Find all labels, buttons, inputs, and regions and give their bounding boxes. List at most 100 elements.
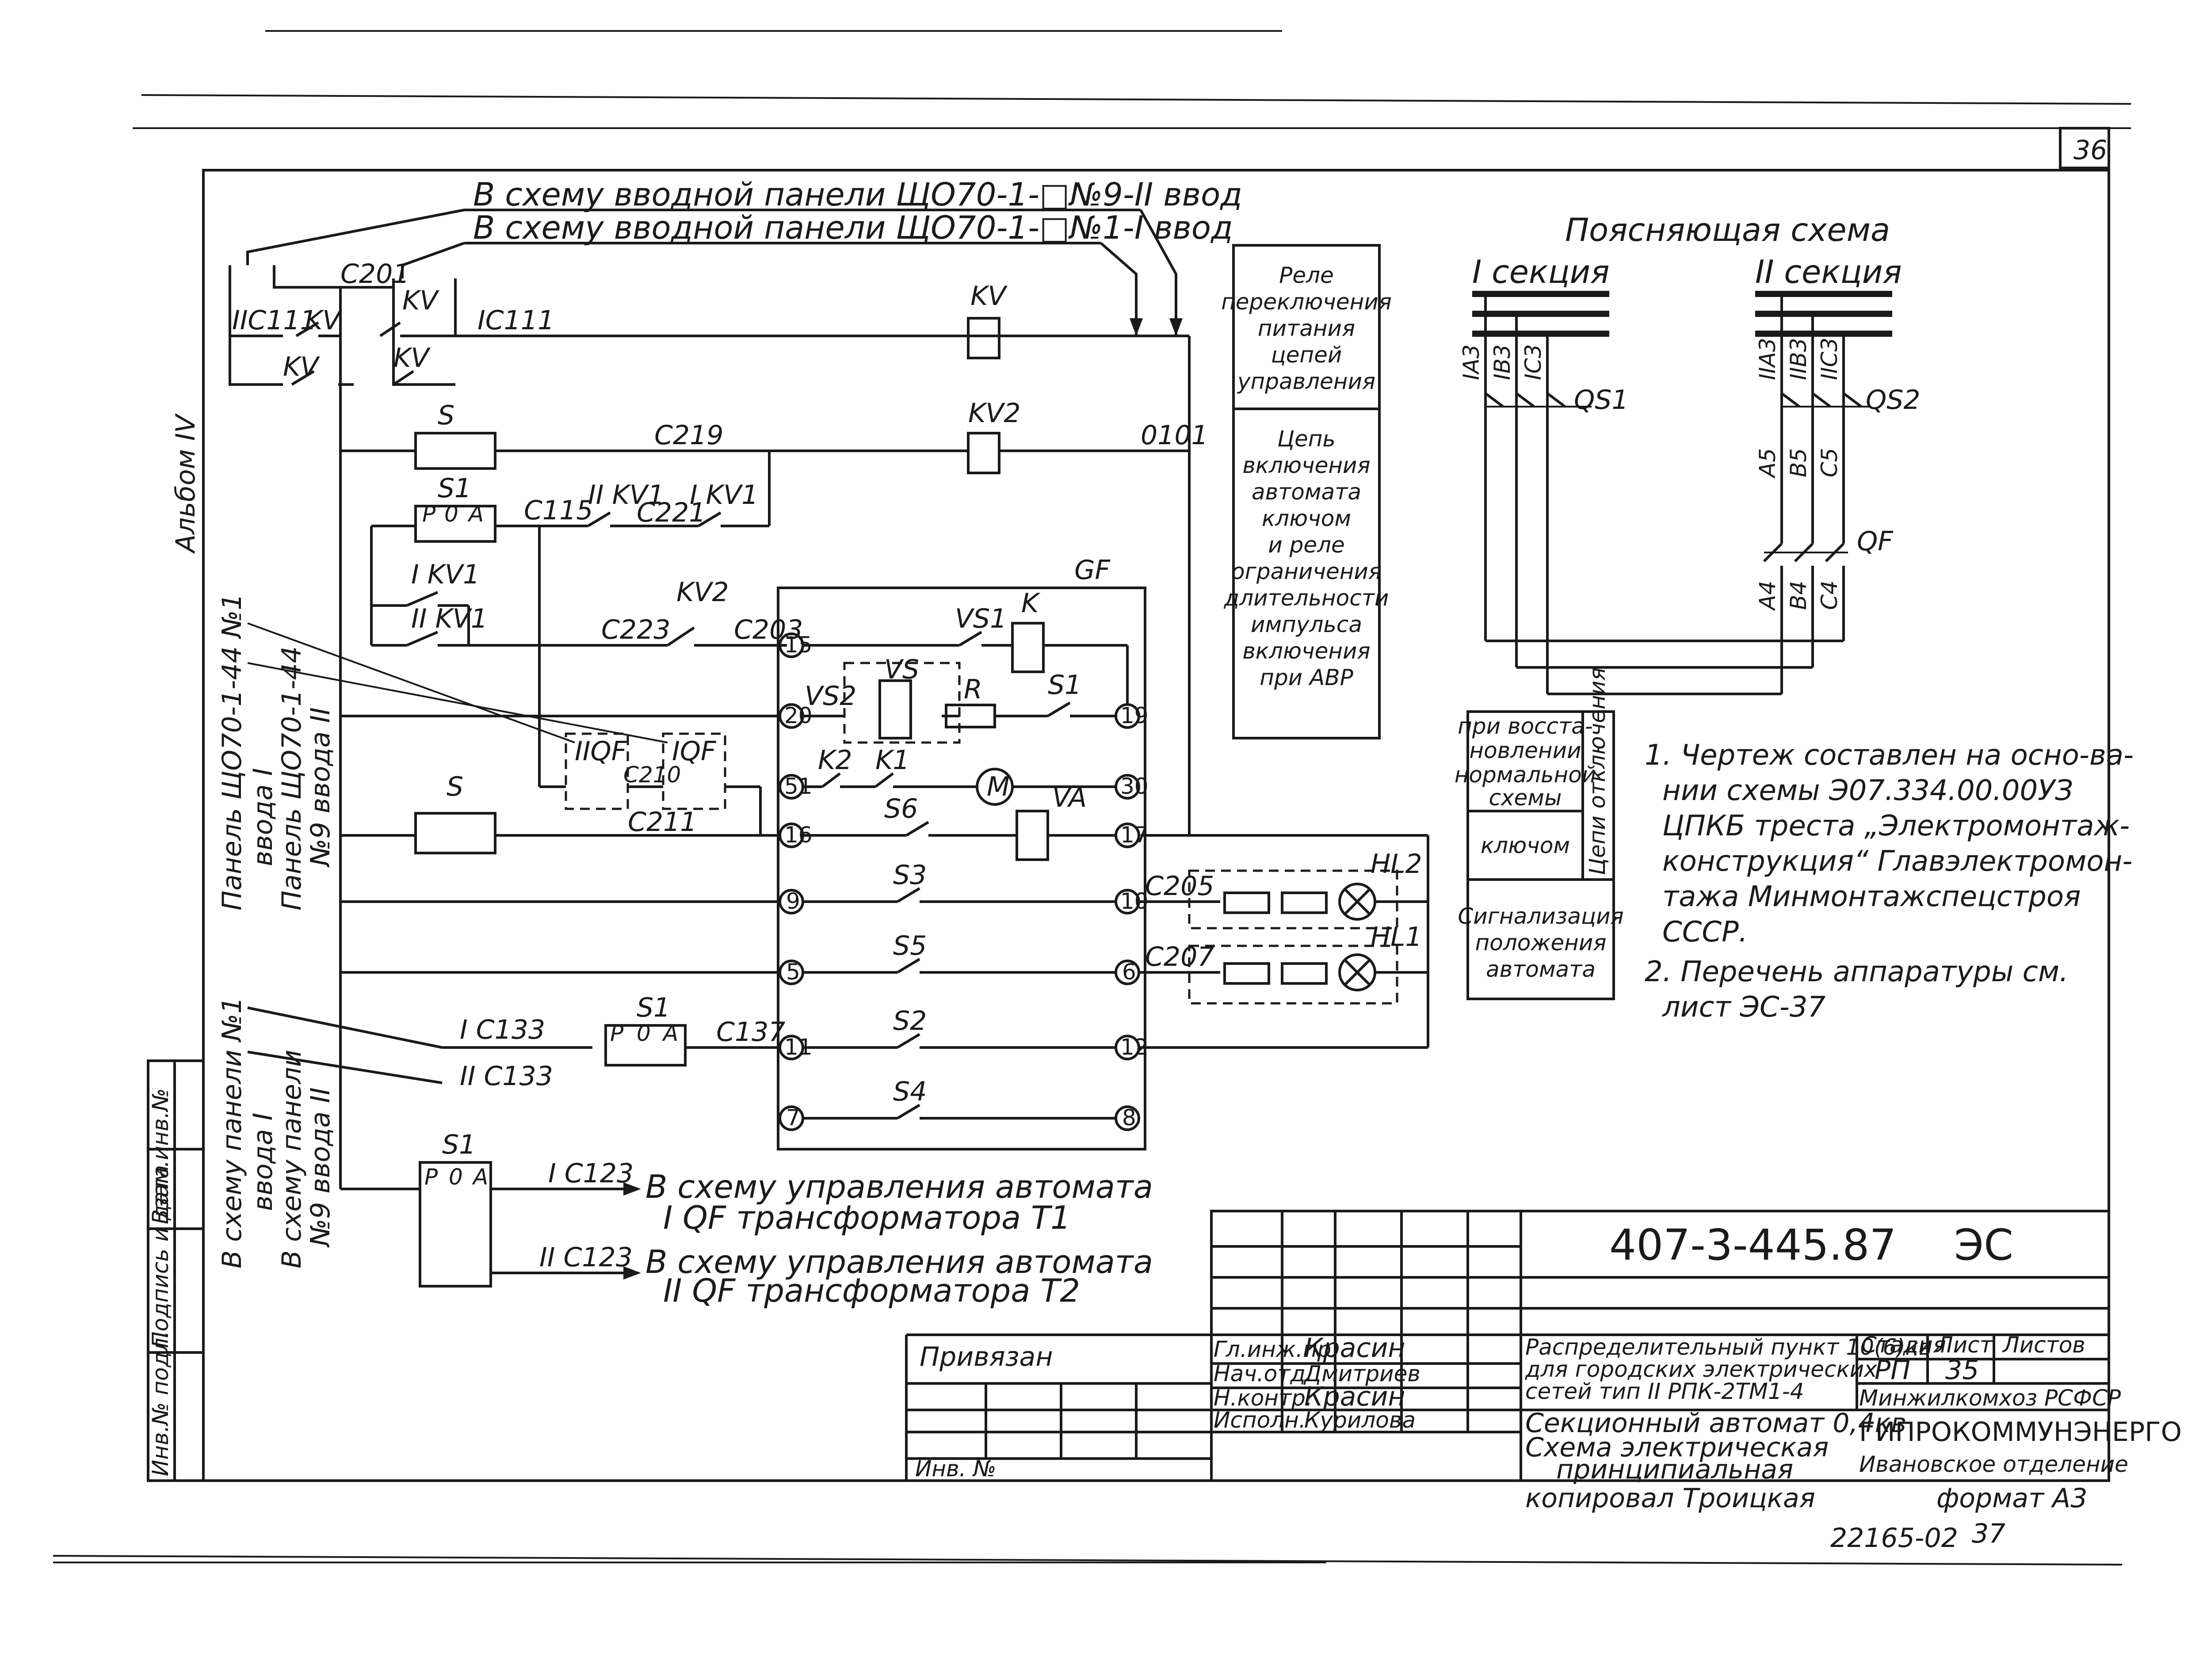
- wire-ic133: I С133: [460, 1014, 545, 1045]
- doc-code: 407-3-445.87: [1609, 1220, 1897, 1270]
- lamp-hl2-label: HL2: [1371, 849, 1422, 880]
- bottom-page: 37: [1972, 1518, 2005, 1549]
- copied-by: копировал Троицкая: [1525, 1483, 1815, 1514]
- s1-bot-contact-zero: 0: [449, 1164, 463, 1190]
- key-label: ключом: [1481, 833, 1570, 858]
- gf-s1-label: S1: [1048, 670, 1081, 701]
- wire-c205: С205: [1145, 871, 1214, 902]
- sheet-frame: [53, 30, 2131, 1566]
- format-label: формат А3: [1936, 1483, 2087, 1514]
- relay-line-5: управления: [1237, 369, 1375, 394]
- note-line-1: 1. Чертеж составлен на осно-ва-: [1645, 739, 2134, 772]
- role-3: Н.контр.: [1214, 1385, 1313, 1411]
- coil-kv: [967, 317, 1000, 359]
- wire-ic123: I С123: [548, 1158, 634, 1189]
- s1-top-contact-a: А: [467, 501, 484, 527]
- switch-s-mid: [414, 812, 496, 854]
- album-label: Альбом IV: [170, 413, 201, 554]
- wire-iic133: II С133: [460, 1061, 553, 1092]
- sheet-value: 35: [1945, 1355, 1979, 1386]
- gf-s6-label: S6: [884, 793, 918, 824]
- switch-s-top-label: S: [438, 400, 454, 431]
- coil-kv2-label: KV2: [968, 398, 1021, 429]
- device-kv-c: KV: [283, 351, 320, 382]
- org-line-1: Минжилкомхоз РСФСР: [1859, 1385, 2121, 1411]
- panel-top-2: ввода I: [248, 768, 279, 866]
- gf-s2-label: S2: [893, 1006, 927, 1036]
- wire-c211: С211: [628, 807, 697, 838]
- gf-k1-label: K1: [875, 745, 910, 776]
- switch-s-mid-label: S: [447, 771, 463, 802]
- s1-mid-contact-p: Р: [610, 1021, 624, 1046]
- note-line-5: тажа Минмонтажспецстроя: [1662, 880, 2081, 913]
- doc-mark: ЭС: [1954, 1220, 2013, 1270]
- phase-a5: А5: [1755, 448, 1780, 479]
- phase-c4: С4: [1817, 580, 1842, 610]
- wire-c207: С207: [1145, 941, 1214, 972]
- circuit-line-4: ключом: [1262, 506, 1351, 531]
- coil-kv2: [967, 432, 1000, 474]
- phase-ia3: IА3: [1459, 344, 1484, 380]
- name-3: Красин: [1304, 1381, 1405, 1412]
- restore-line-3: нормальной: [1455, 762, 1596, 788]
- s1-bot-contact-a: А: [472, 1164, 488, 1190]
- contact-iikv1-2-label: II KV1: [411, 603, 488, 634]
- relay-line-1: Реле: [1279, 263, 1334, 288]
- privyazan-label: Привязан: [920, 1341, 1053, 1372]
- contact-ikv1-label: I KV1: [690, 480, 758, 510]
- bottom-code: 22165-02: [1830, 1523, 1958, 1554]
- gf-right-terminals: [1115, 703, 1140, 1131]
- wire-c221: С221: [637, 497, 706, 528]
- phase-b4: В4: [1786, 581, 1811, 610]
- stamp-inv-podl: Инв.№ подл.: [148, 1331, 173, 1476]
- gf-t6: 6: [1122, 959, 1136, 985]
- coil-kv-label: KV: [970, 281, 1008, 312]
- stamp-replace-inv: Взам.инв.№: [148, 1088, 173, 1224]
- stamp-signature-date: Подпись и дата: [148, 1165, 173, 1348]
- gf-t9: 9: [786, 888, 800, 914]
- contact-kv2-label: KV2: [676, 577, 729, 608]
- gf-r-label: R: [964, 674, 982, 705]
- subtitle-line-2: Схема электрическая: [1525, 1432, 1829, 1463]
- dest-2a: В схему управления автомата: [645, 1243, 1153, 1280]
- gf-block: [777, 587, 1146, 1150]
- s1-mid-contact-a: А: [662, 1021, 678, 1046]
- signal-line-3: автомата: [1486, 956, 1596, 982]
- gf-label: GF: [1074, 555, 1111, 586]
- circuit-line-7: длительности: [1224, 585, 1389, 611]
- note-line-7: 2. Перечень аппаратуры см.: [1645, 956, 2068, 988]
- gf-vs2-label: VS2: [805, 681, 856, 712]
- off-circuits-label: Цепи отключения: [1585, 667, 1610, 875]
- relay-line-2: переключения: [1221, 289, 1392, 315]
- qf-label: QF: [1857, 526, 1894, 557]
- s1-mid-contact-zero: 0: [637, 1021, 651, 1046]
- gf-s5-label: S5: [893, 930, 927, 961]
- wire-c223: С223: [601, 614, 670, 645]
- gf-t7: 7: [786, 1105, 800, 1131]
- phase-c5: С5: [1817, 448, 1842, 477]
- phase-iib3: IIВ3: [1786, 338, 1811, 380]
- stage-value: РП: [1875, 1355, 1910, 1386]
- name-4: Курилова: [1304, 1407, 1416, 1433]
- phase-ic3: IС3: [1520, 344, 1546, 380]
- panel-bot-1: В схему панели №1: [217, 997, 248, 1269]
- restore-line-2: новлении: [1469, 738, 1581, 763]
- contact-ikv1-2-label: I KV1: [411, 559, 480, 590]
- dest-1b: I QF трансформатора Т1: [663, 1199, 1071, 1236]
- gf-t19: 19: [1120, 703, 1149, 728]
- circuit-line-6: ограничения: [1231, 559, 1382, 584]
- gf-coil-k: [1011, 622, 1045, 673]
- s1-top-contact-p: Р: [422, 501, 436, 527]
- gf-va-label: VA: [1052, 782, 1087, 813]
- gf-vs: [878, 679, 912, 739]
- left-stamp: [147, 1059, 205, 1482]
- panel-bot-2: ввода I: [248, 1113, 279, 1211]
- note-line-4: конструкция“ Главэлектромон-: [1662, 845, 2132, 878]
- circuit-line-10: при АВР: [1260, 665, 1353, 690]
- subtitle-line-1: Секционный автомат 0,4кв: [1525, 1408, 1906, 1439]
- inv-no-label: Инв. №: [915, 1456, 996, 1482]
- wire-iic123: II С123: [539, 1242, 633, 1273]
- s1-top-contact-zero: 0: [444, 501, 458, 527]
- wire-0101: 0101: [1141, 420, 1208, 451]
- title-block: [905, 1210, 2110, 1482]
